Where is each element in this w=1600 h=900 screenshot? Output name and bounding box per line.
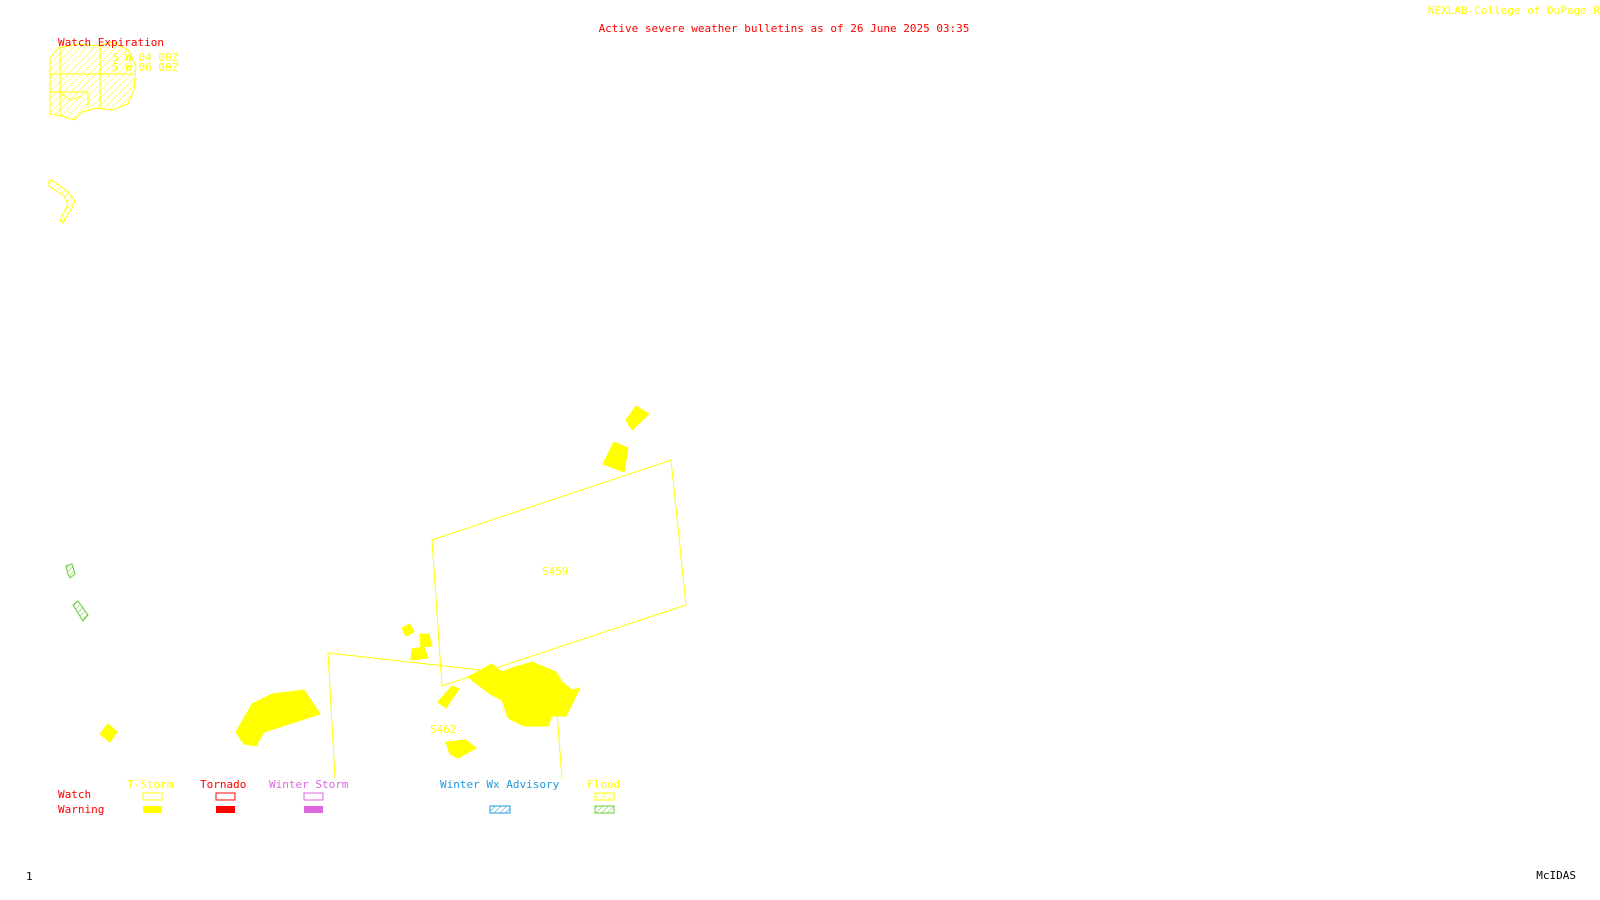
watch-expiration-row: 5 W 06 00Z [112, 61, 179, 74]
tstorm-watch-s459-outline [431, 459, 687, 687]
watch-label-s462: S462 [430, 723, 457, 736]
legend-winter-storm-warning-swatch [304, 806, 323, 813]
legend-swatches [142, 792, 615, 814]
tstorm-warning-small-4 [437, 685, 460, 709]
tstorm-warning-sw-small [99, 723, 118, 743]
software-label: McIDAS [1536, 869, 1576, 882]
legend-tornado-warning-swatch [216, 806, 235, 813]
tstorm-warning-south [445, 739, 477, 759]
legend-tornado-watch-swatch [215, 792, 236, 801]
legend-winter-advisory-label: Winter Wx Advisory [440, 778, 560, 791]
source-credit: NEXLAB-College of DuPage R [1427, 4, 1600, 17]
flood-watch-area-west [48, 179, 76, 224]
tstorm-warning-small-2 [419, 633, 433, 648]
legend-tornado-label: Tornado [200, 778, 247, 791]
tstorm-warning-ne-1 [625, 405, 650, 431]
legend-tstorm-warning-swatch [143, 806, 162, 813]
legend-winter-storm-label: Winter Storm [269, 778, 349, 791]
legend-flood-label: Flood [587, 778, 621, 791]
flood-watch-area-northwest [49, 41, 137, 121]
legend-flood-warning-swatch [594, 805, 615, 814]
watch-label-s459: S459 [542, 565, 569, 578]
flood-warning-small-a [65, 563, 76, 579]
watch-expiration-heading: Watch Expiration [58, 36, 164, 49]
bulletin-title: Active severe weather bulletins as of 26… [598, 22, 970, 35]
tstorm-warning-small-1 [401, 623, 415, 637]
legend-tstorm-watch-swatch [142, 792, 163, 801]
legend-flood-watch-swatch [594, 792, 615, 801]
legend-warning-row-label: Warning [58, 803, 105, 816]
legend-winter-advisory-swatch [489, 805, 511, 814]
legend-watch-row-label: Watch [58, 788, 92, 801]
tstorm-warning-cluster [467, 661, 581, 727]
watch-expiration-row: 5 W 04 00Z [112, 51, 179, 64]
frame-number: 1 [26, 870, 33, 883]
tstorm-warning-ne-2 [602, 441, 629, 473]
tstorm-watch-s462-outline [327, 652, 481, 779]
legend-winter-storm-watch-swatch [303, 792, 324, 801]
legend-tstorm-label: T-Storm [127, 778, 174, 791]
tstorm-warning-small-3 [410, 646, 429, 661]
tstorm-warning-sw-large [235, 689, 321, 747]
flood-warning-small-b [72, 600, 89, 622]
